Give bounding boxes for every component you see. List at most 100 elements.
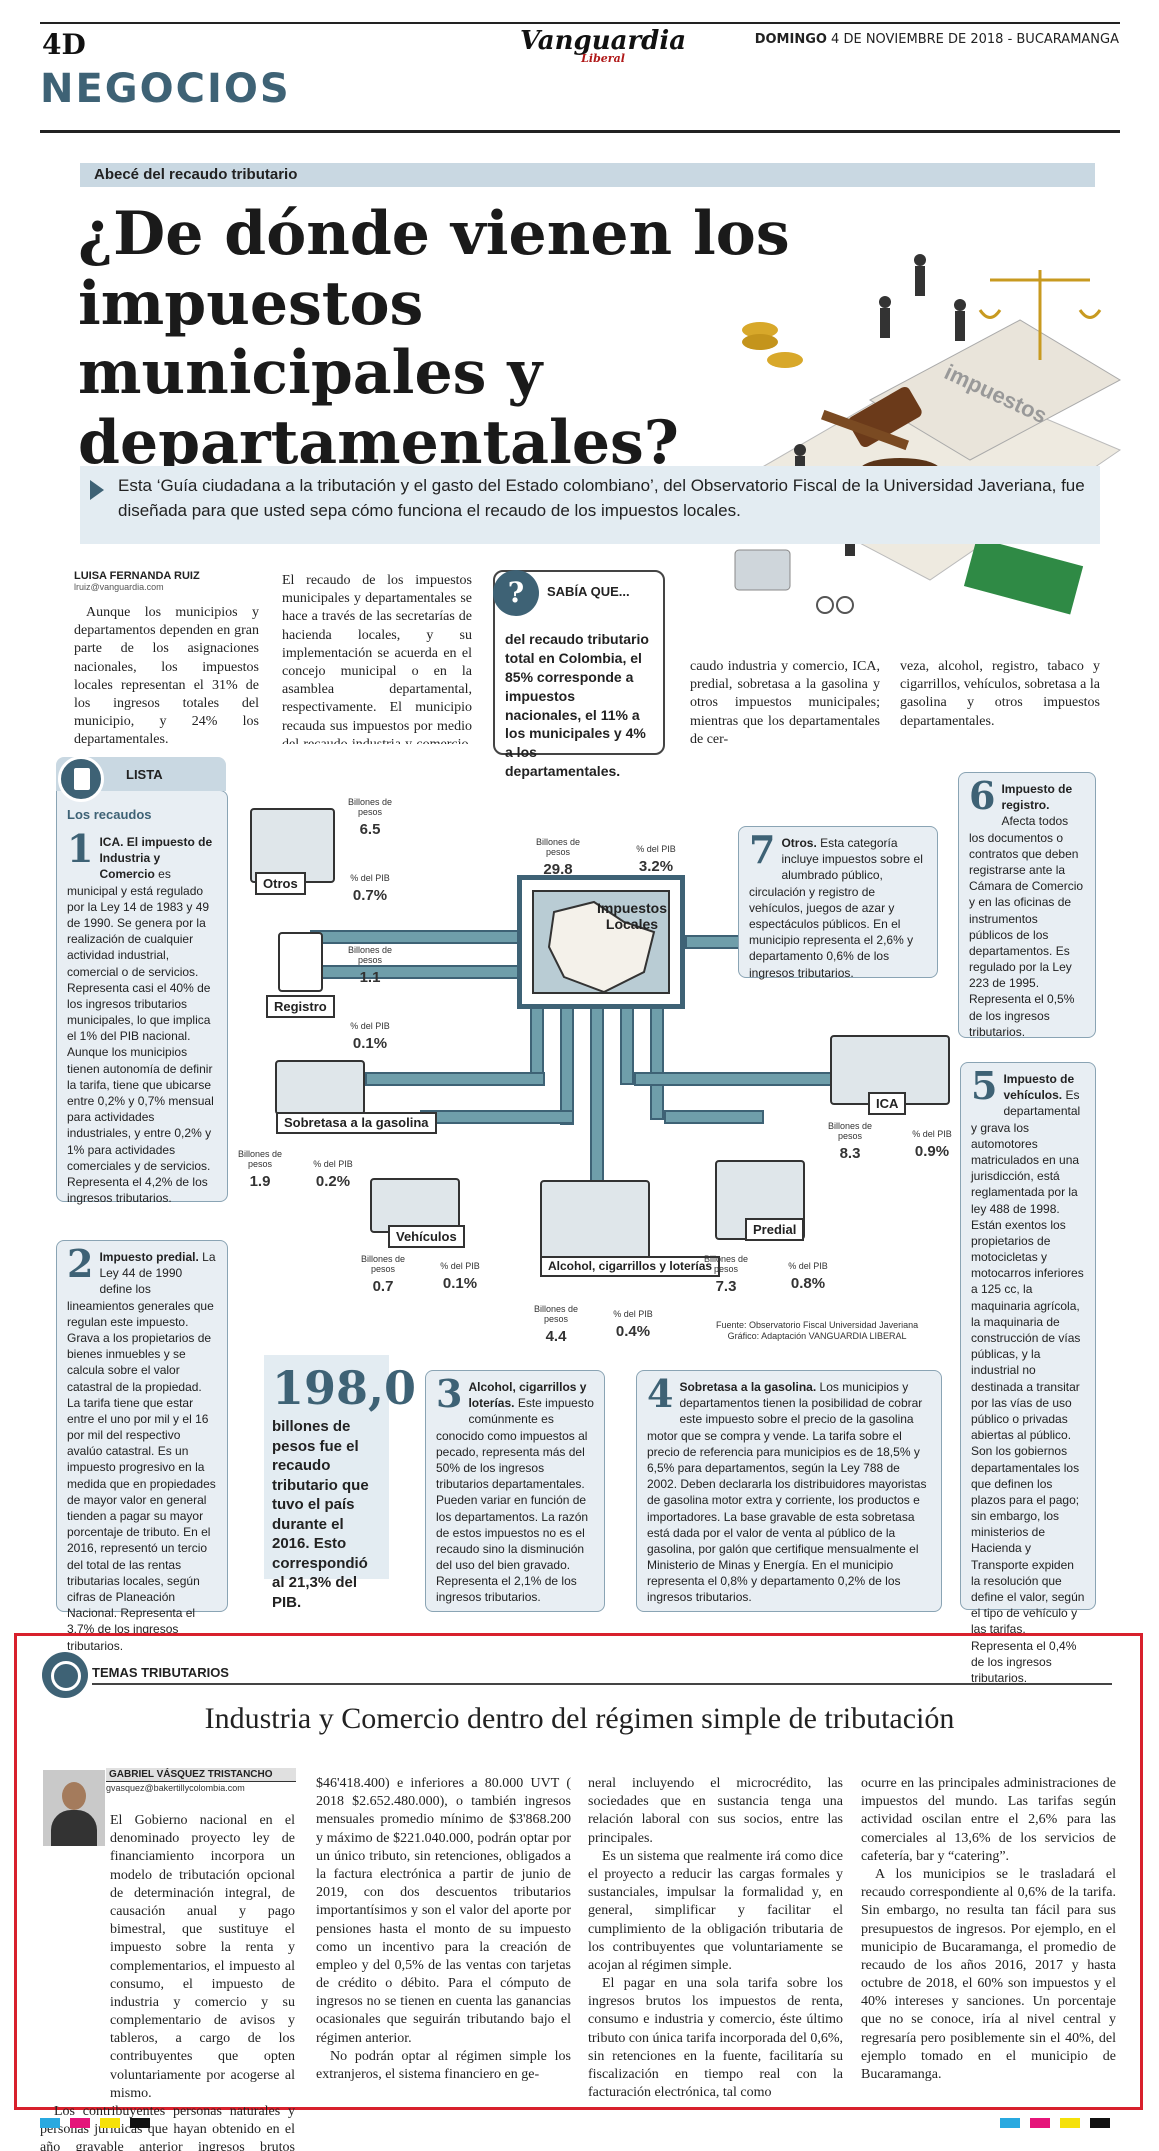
page-number: 4D [42,28,86,61]
author-email: gvasquez@bakertillycolombia.com [106,1783,245,1793]
node-ica-label: ICA [868,1092,907,1115]
glasses-icon [816,596,854,614]
diagram-source: Fuente: Observatorio Fiscal Universidad … [716,1320,919,1342]
byline-name: LUISA FERNANDA RUIZ [74,570,200,582]
pipe-down-5 [650,1005,664,1120]
question-icon: ? [493,570,539,616]
gavel-handle [821,409,909,451]
intro-text-1: Aunque los municipios y departamentos de… [74,605,259,748]
pipe-otros [310,930,520,944]
lista-subtitle: Los recaudos [67,807,152,822]
coins-icon [742,322,803,368]
center-label: Impuestos Locales [596,900,667,933]
center-node: Impuestos Locales [517,875,685,1009]
section-rule [40,130,1120,133]
author-photo [43,1770,105,1846]
alcohol-illustration [540,1180,650,1265]
temas-column-3: neral incluyendo el microcrédito, las so… [588,1776,844,2101]
intro-column-4: veza, alcohol, registro, tabaco y cigarr… [900,659,1100,729]
pipe-sobretasa [365,1072,545,1086]
registration-black-right [1090,2118,1110,2128]
intro-column-3: caudo industria y comercio, ICA, predial… [690,659,880,747]
registro-illustration [278,932,323,992]
node-sobretasa-label: Sobretasa a la gasolina [276,1112,437,1135]
section-title: NEGOCIOS [40,66,291,112]
registration-yellow [100,2118,120,2128]
document-icon [58,756,104,802]
sabia-que-box: ? SABÍA QUE... del recaudo tributario to… [493,570,665,779]
temas-icon [42,1652,88,1698]
registration-cyan-right [1000,2118,1020,2128]
registration-magenta-right [1030,2118,1050,2128]
registration-magenta [70,2118,90,2128]
kicker: Abecé del recaudo tributario [80,163,1095,187]
temas-label: TEMAS TRIBUTARIOS [92,1665,1112,1685]
temas-column-4: ocurre en las principales administracion… [861,1776,1116,2082]
node-alcohol-label: Alcohol, cigarrillos y loterías [540,1256,721,1278]
recaudo-total-number: 198,0 [272,1361,417,1415]
scale-icon [978,270,1102,360]
intro-column-2: El recaudo de los impuestos municipales … [282,573,472,744]
pipe-down-2 [560,1005,574,1125]
node-predial-label: Predial [745,1218,805,1241]
top-rule [40,22,1120,24]
money-icon [963,537,1084,615]
item-number: 1 [67,826,94,871]
item-text: es municipal y está regulado por la Ley … [67,867,214,1206]
node-vehiculos-label: Vehículos [388,1225,465,1248]
pipe-vehiculos [420,1110,574,1124]
document-shape [868,319,1122,461]
sobretasa-illustration [275,1060,365,1115]
registration-black [130,2118,150,2128]
node-registro-label: Registro [266,995,335,1018]
node-otros-label: Otros [255,872,306,895]
calculator-icon [734,549,791,591]
sabia-title: SABÍA QUE... [547,584,630,599]
recaudo-total-text: billones de pesos fue el recaudo tributa… [272,1418,369,1611]
pipe-ica [634,1072,834,1086]
lead-paragraph: Esta ‘Guía ciudadana a la tributación y … [80,466,1100,544]
colombia-map-icon [547,900,656,994]
temas-column-1: El Gobierno nacional en el denominado pr… [40,1813,295,2151]
justice-illustration: impuestos [734,254,1122,615]
map-panel: Impuestos Locales [532,890,670,994]
recaudo-total-callout: 198,0 billones de pesos fue el recaudo t… [264,1355,417,1611]
temas-title: Industria y Comercio dentro del régimen … [204,1702,955,1735]
author-name: GABRIEL VÁSQUEZ TRISTANCHO [106,1768,296,1782]
headline: ¿De dónde vienen los impuestos municipal… [78,199,790,478]
dateline: DOMINGO 4 DE NOVIEMBRE DE 2018 - BUCARAM… [754,32,1119,47]
item-title: ICA. El impuesto de Industria y Comercio [99,835,213,882]
registration-yellow-right [1060,2118,1080,2128]
registration-cyan [40,2118,60,2128]
pipe-predial [664,1110,764,1124]
sabia-text: del recaudo tributario total en Colombia… [505,631,649,780]
highlight-frame [14,1633,1143,2110]
pipe-down-4 [620,1005,634,1085]
byline-email: lruiz@vanguardia.com [74,582,164,592]
intro-column-1: LUISA FERNANDA RUIZ lruiz@vanguardia.com… [74,570,259,750]
